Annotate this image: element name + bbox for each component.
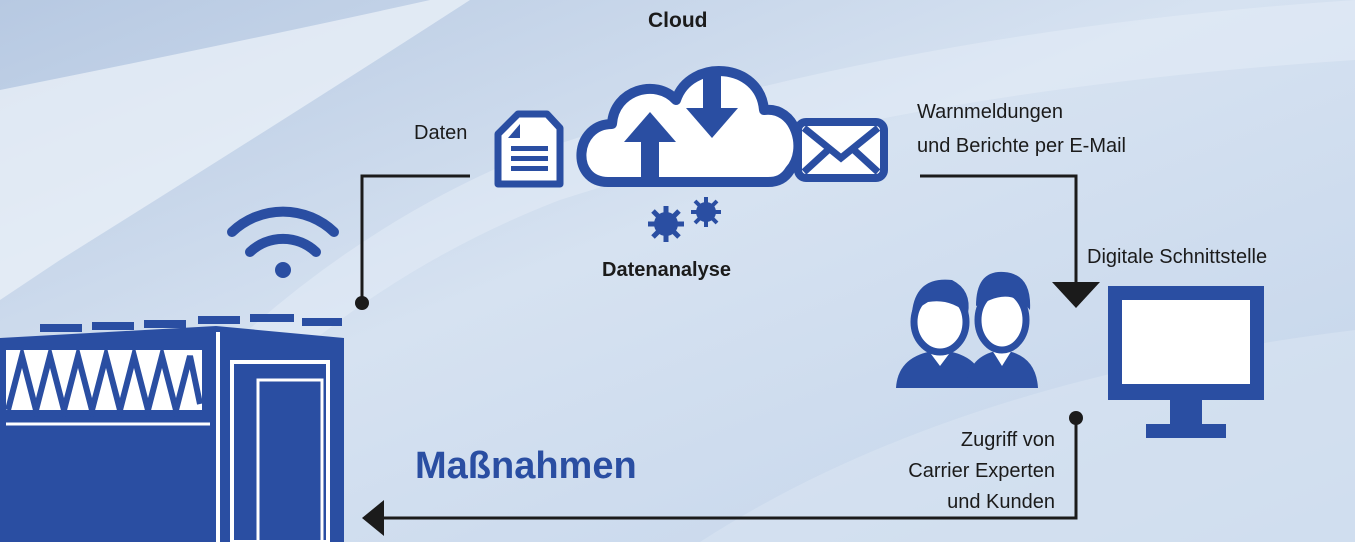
zugriff-line-1: Zugriff von	[960, 429, 1055, 451]
zugriff-line-2: Carrier Experten	[908, 460, 1055, 482]
envelope-icon	[794, 118, 888, 182]
cloud-label: Cloud	[648, 9, 708, 32]
wifi-icon	[227, 206, 339, 278]
connector-data-upload	[355, 174, 470, 310]
massnahmen-label: Maßnahmen	[415, 445, 637, 487]
cloud-icon	[576, 66, 804, 187]
monitor-icon	[1108, 286, 1264, 438]
zugriff-line-3: und Kunden	[947, 491, 1055, 513]
digitale-schnittstelle-label: Digitale Schnittstelle	[1087, 246, 1268, 268]
chiller-unit-icon	[0, 314, 344, 542]
daten-label: Daten	[414, 122, 468, 144]
gears-icon	[648, 197, 721, 242]
warnmeldungen-line-1: Warnmeldungen	[917, 101, 1064, 123]
connector-actions	[362, 411, 1083, 536]
people-icon	[896, 271, 1038, 388]
zugriff-label: Zugriff von Carrier Experten und Kunden	[830, 425, 1055, 518]
connector-email	[920, 174, 1100, 308]
warnmeldungen-line-2: und Berichte per E-Mail	[917, 135, 1126, 157]
warnmeldungen-label: Warnmeldungen und Berichte per E-Mail	[917, 95, 1126, 163]
document-icon	[494, 110, 564, 188]
datenanalyse-label: Datenanalyse	[602, 259, 731, 281]
